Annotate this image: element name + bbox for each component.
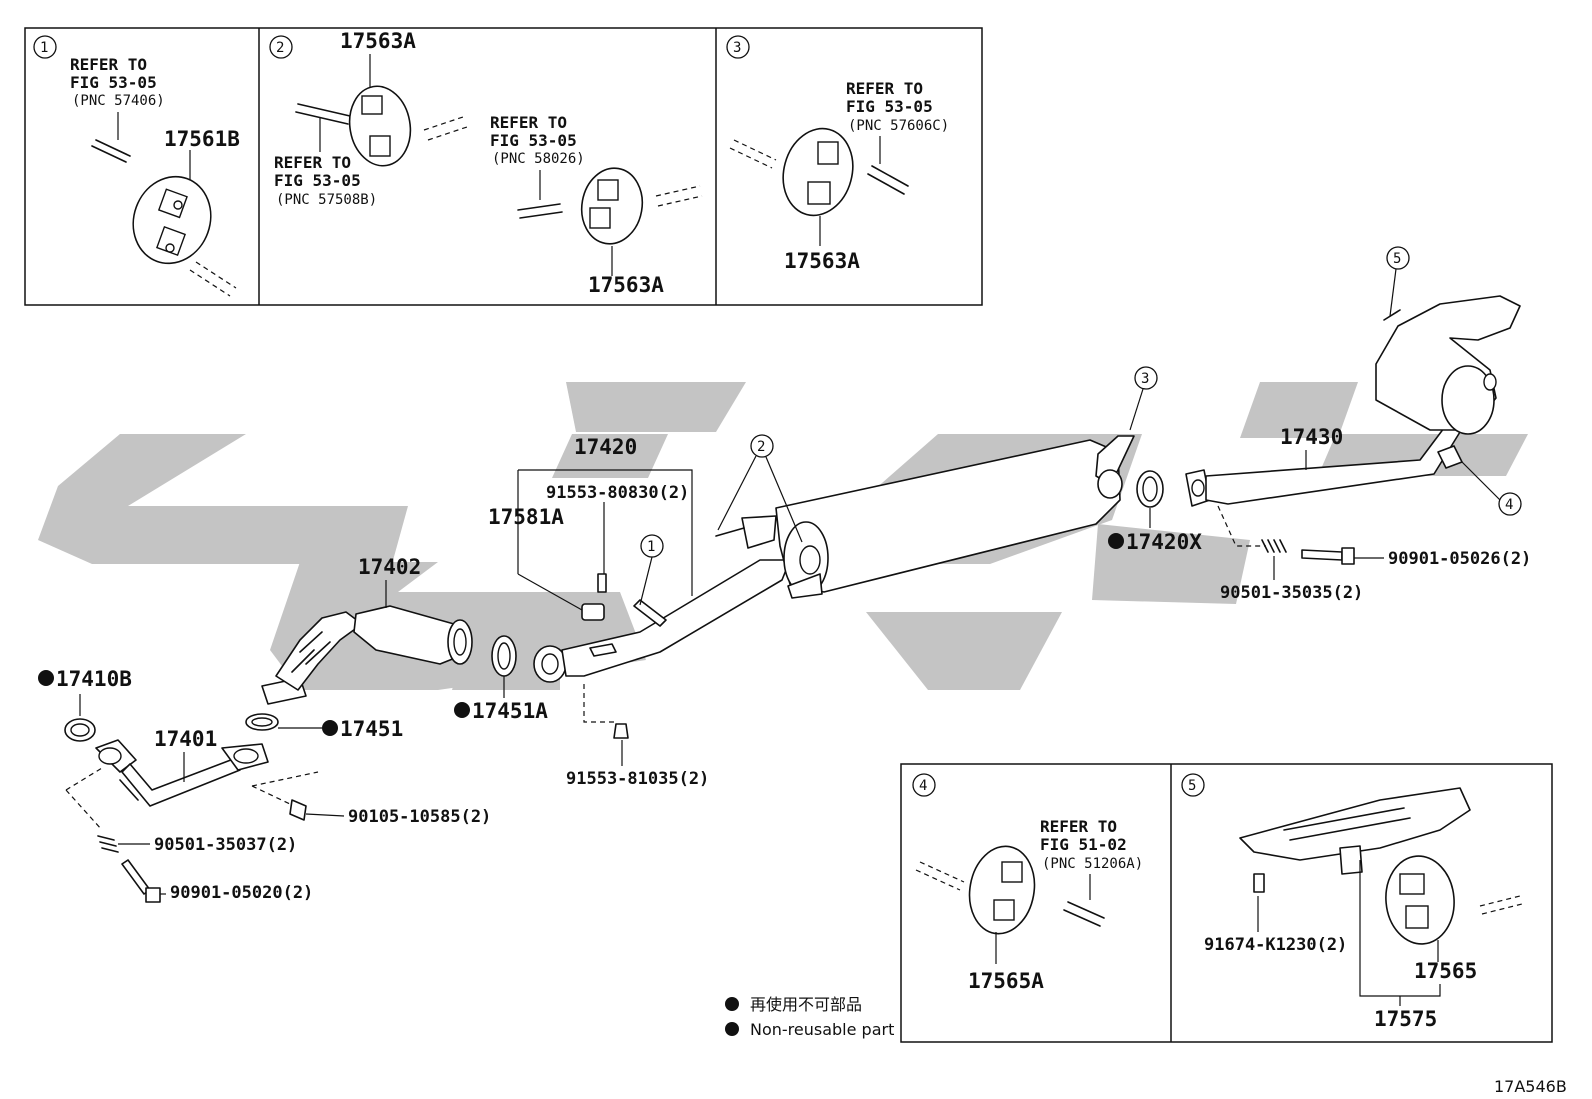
label-91553-81035: 91553-81035(2) — [566, 769, 709, 789]
box3-refer: REFER TO — [846, 79, 923, 98]
box1-part: 17561B — [164, 127, 240, 151]
box2-ref-b-fig: FIG 53-05 — [490, 131, 577, 150]
label-17402: 17402 — [358, 555, 421, 579]
box1-fig: FIG 53-05 — [70, 73, 157, 92]
detail-box-3: 3 REFER TO FIG 53-05 (PNC 57606C) 17563A — [726, 35, 949, 273]
bolt-90105-10585 — [289, 799, 307, 821]
legend-jp: 再使用不可部品 — [750, 995, 862, 1014]
bracket-17575 — [1239, 787, 1471, 875]
spring-90501-35035 — [1261, 539, 1287, 553]
label-17430: 17430 — [1280, 425, 1343, 449]
box5-part: 17565 — [1414, 959, 1477, 983]
clamp-17581A — [581, 603, 605, 621]
box4-part: 17565A — [968, 969, 1044, 993]
label-90901-05020: 90901-05020(2) — [170, 883, 313, 903]
detail-box-2: 2 17563A REFER TO FIG 53-05 (PNC 57508B)… — [269, 29, 703, 297]
top-frame — [24, 27, 983, 306]
exhaust-assembly: 1 2 3 4 5 — [64, 246, 1522, 903]
box4-refer: REFER TO — [1040, 817, 1117, 836]
svg-text:2: 2 — [757, 439, 765, 455]
label-17420X: 17420X — [1126, 530, 1202, 554]
svg-text:4: 4 — [1505, 497, 1513, 513]
bolt-91674-K1230 — [1253, 873, 1265, 893]
detail-box-4: 4 REFER TO FIG 51-02 (PNC 51206A) 17565A — [912, 773, 1143, 993]
bottom-frame — [900, 763, 1553, 1043]
label-17451: 17451 — [340, 717, 403, 741]
box4-fig: FIG 51-02 — [1040, 835, 1127, 854]
box2-ref-a-fig: FIG 53-05 — [274, 171, 361, 190]
box3-pnc: (PNC 57606C) — [848, 118, 949, 134]
figure-code: 17A546B — [1494, 1077, 1567, 1096]
label-90901-05026: 90901-05026(2) — [1388, 549, 1531, 569]
label-17410B: 17410B — [56, 667, 132, 691]
box3-callout: 3 — [733, 40, 741, 56]
svg-text:1: 1 — [647, 539, 655, 555]
box1-pnc: (PNC 57406) — [72, 93, 165, 109]
part-labels: 17420 91553-80830(2) 17581A 17402 17410B… — [38, 425, 1531, 903]
box2-part-bottom: 17563A — [588, 273, 664, 297]
catalytic-converter-17402 — [261, 605, 473, 705]
box2-ref-a-refer: REFER TO — [274, 153, 351, 172]
box5-callout: 5 — [1188, 778, 1196, 794]
box2-ref-b-pnc: (PNC 58026) — [492, 151, 585, 167]
insulator-17565A — [968, 845, 1036, 935]
label-90501-35035: 90501-35035(2) — [1220, 583, 1363, 603]
label-17451A: 17451A — [472, 699, 548, 723]
box2-callout: 2 — [276, 40, 284, 56]
tail-pipe-17430 — [1185, 295, 1521, 507]
detail-box-1: 1 REFER TO FIG 53-05 (PNC 57406) 17561B — [33, 35, 240, 297]
label-17581A: 17581A — [488, 505, 564, 529]
box5-assy: 17575 — [1374, 1007, 1437, 1031]
legend: 再使用不可部品 Non-reusable part — [725, 995, 894, 1039]
box3-fig: FIG 53-05 — [846, 97, 933, 116]
front-pipe-17401 — [95, 739, 269, 807]
insulator-17563A-upper — [348, 85, 412, 167]
center-pipe-17420 — [533, 435, 1135, 683]
box1-refer: REFER TO — [70, 55, 147, 74]
label-90105-10585: 90105-10585(2) — [348, 807, 491, 827]
box4-callout: 4 — [919, 778, 927, 794]
svg-text:3: 3 — [1141, 371, 1149, 387]
box3-part: 17563A — [784, 249, 860, 273]
box2-part-top: 17563A — [340, 29, 416, 53]
detail-box-5: 5 91674-K1230(2) 17565 17575 — [1181, 773, 1523, 1031]
label-17420: 17420 — [574, 435, 637, 459]
insulator-17563A-box3 — [782, 127, 854, 217]
box2-ref-b-refer: REFER TO — [490, 113, 567, 132]
insulator-17561B — [132, 175, 212, 265]
label-91553-80830: 91553-80830(2) — [546, 483, 689, 503]
spring-90501-35037 — [97, 835, 119, 853]
box1-callout: 1 — [40, 40, 48, 56]
insulator-17563A-lower — [580, 167, 644, 245]
box5-bolt: 91674-K1230(2) — [1204, 935, 1347, 955]
box4-pnc: (PNC 51206A) — [1042, 856, 1143, 872]
svg-text:5: 5 — [1393, 251, 1401, 267]
label-90501-35037: 90501-35037(2) — [154, 835, 297, 855]
label-17401: 17401 — [154, 727, 217, 751]
bolt-90901-05020 — [121, 859, 151, 895]
legend-en: Non-reusable part — [750, 1020, 894, 1039]
insulator-17565 — [1385, 855, 1455, 945]
box2-ref-a-pnc: (PNC 57508B) — [276, 192, 377, 208]
